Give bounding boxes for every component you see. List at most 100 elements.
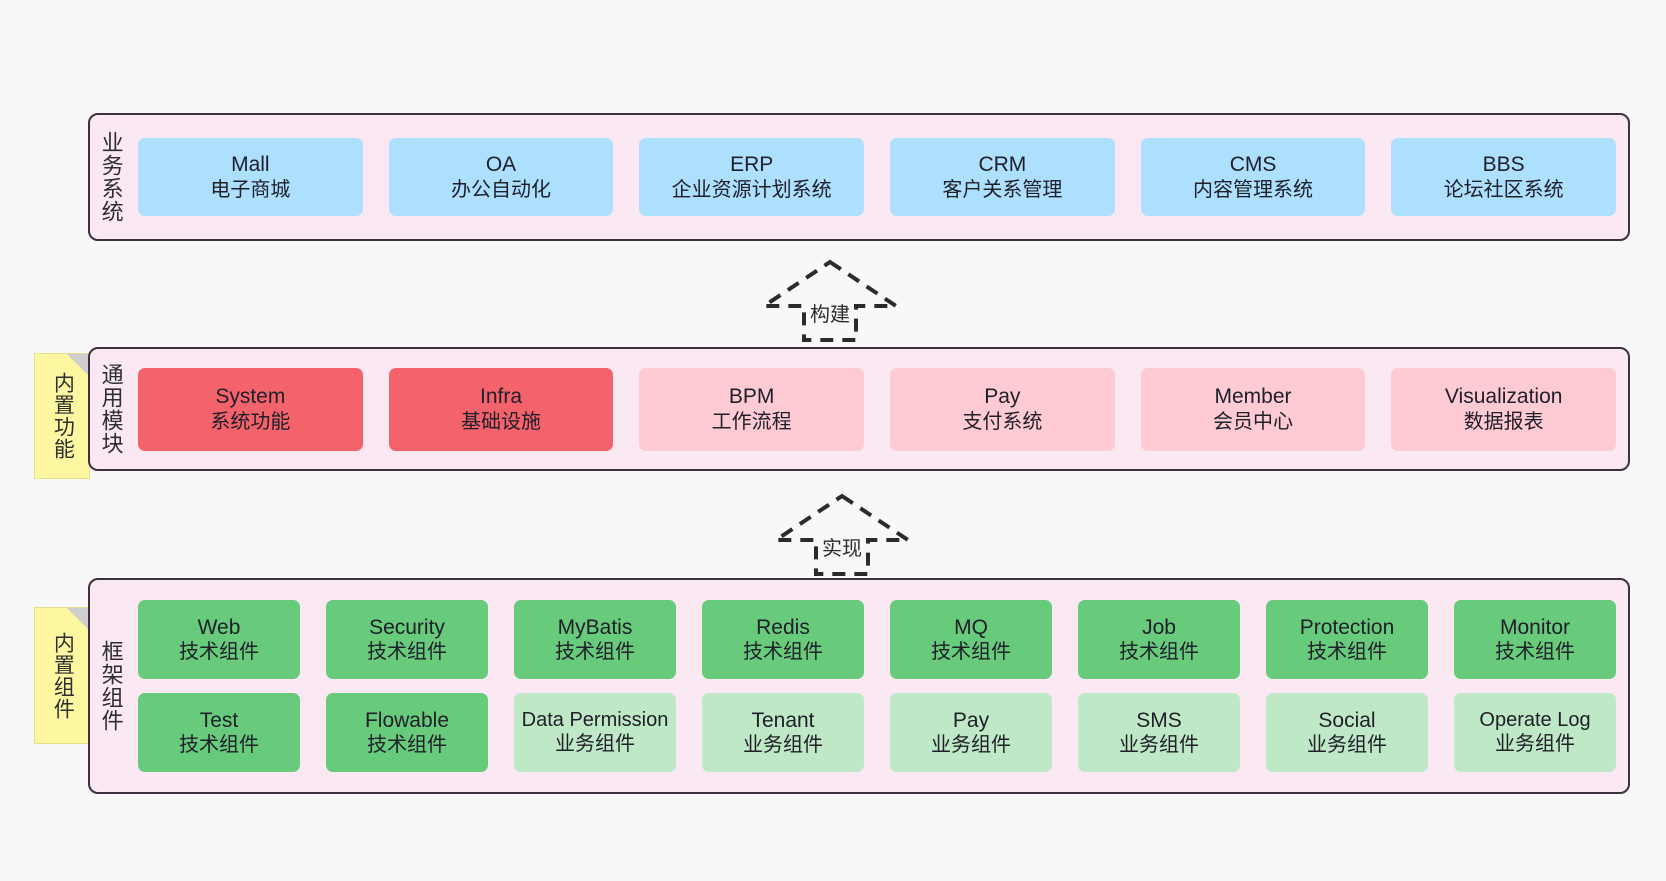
node-subtitle: 业务组件 [1495, 732, 1575, 755]
node-title: CMS [1229, 153, 1277, 176]
node-subtitle: 技术组件 [931, 641, 1011, 664]
node-title: Protection [1299, 615, 1395, 639]
note-builtin-component-label: 内置组件 [51, 631, 75, 720]
node-subtitle: 技术组件 [1119, 641, 1199, 664]
node-title: Tenant [751, 708, 815, 732]
connector-build: 构建 [760, 258, 900, 344]
node-subtitle: 会员中心 [1213, 410, 1294, 433]
node-title: BBS [1482, 153, 1525, 176]
node-title: Operate Log [1479, 709, 1591, 732]
node-subtitle: 企业资源计划系统 [671, 178, 832, 201]
node-subtitle: 技术组件 [179, 734, 259, 757]
node-subtitle: 技术组件 [1307, 641, 1387, 664]
layer-title-common-modules: 通用模块 [98, 363, 124, 455]
node-title: Social [1318, 708, 1376, 732]
node-title: MyBatis [557, 615, 633, 639]
node-title: Redis [756, 615, 810, 639]
note-builtin-component: 内置组件 [34, 607, 90, 744]
connector-build-label: 构建 [810, 304, 850, 326]
node-subtitle: 业务组件 [743, 734, 823, 757]
node-subtitle: 业务组件 [1119, 734, 1199, 757]
dashed-hollow-arrow-up-icon [772, 493, 912, 576]
note-fold-corner-icon [67, 608, 89, 630]
node-subtitle: 业务组件 [931, 734, 1011, 757]
node-title: MQ [954, 615, 988, 639]
node-subtitle: 客户关系管理 [942, 178, 1063, 201]
node-subtitle: 技术组件 [367, 641, 447, 664]
node-title: BPM [728, 385, 775, 408]
node-title: ERP [730, 153, 774, 176]
note-fold-corner-icon [67, 354, 89, 376]
node-subtitle: 技术组件 [1495, 641, 1575, 664]
node-title: Mall [231, 153, 270, 176]
node-subtitle: 技术组件 [555, 641, 635, 664]
node-title: Monitor [1499, 615, 1571, 639]
node-subtitle: 数据报表 [1463, 410, 1544, 433]
node-subtitle: 技术组件 [367, 734, 447, 757]
node-title: OA [485, 153, 517, 176]
node-title: Pay [952, 708, 990, 732]
note-builtin-function-label: 内置功能 [51, 372, 75, 460]
node-title: SMS [1136, 708, 1182, 732]
node-subtitle: 支付系统 [962, 410, 1043, 433]
node-title: Job [1142, 615, 1176, 639]
connector-implement: 实现 [772, 492, 912, 578]
note-builtin-function: 内置功能 [34, 353, 90, 479]
node-title: Flowable [364, 708, 450, 732]
node-subtitle: 技术组件 [743, 641, 823, 664]
node-subtitle: 业务组件 [1307, 734, 1387, 757]
node-subtitle: 电子商城 [210, 178, 291, 201]
node-subtitle: 技术组件 [179, 641, 259, 664]
node-subtitle: 基础设施 [461, 410, 541, 433]
node-subtitle: 系统功能 [210, 410, 291, 433]
node-title: Security [369, 615, 445, 639]
node-subtitle: 论坛社区系统 [1443, 178, 1564, 201]
node-title: CRM [978, 153, 1027, 176]
node-subtitle: 业务组件 [555, 732, 635, 755]
dashed-hollow-arrow-up-icon [760, 259, 900, 342]
node-title: Visualization [1444, 385, 1563, 408]
node-subtitle: 办公自动化 [451, 178, 551, 201]
connector-implement-label: 实现 [822, 538, 862, 560]
node-subtitle: 工作流程 [711, 410, 792, 433]
node-title: Data Permission [521, 709, 669, 732]
layer-title-framework-components: 框架组件 [98, 640, 124, 732]
node-title: Test [199, 708, 239, 732]
